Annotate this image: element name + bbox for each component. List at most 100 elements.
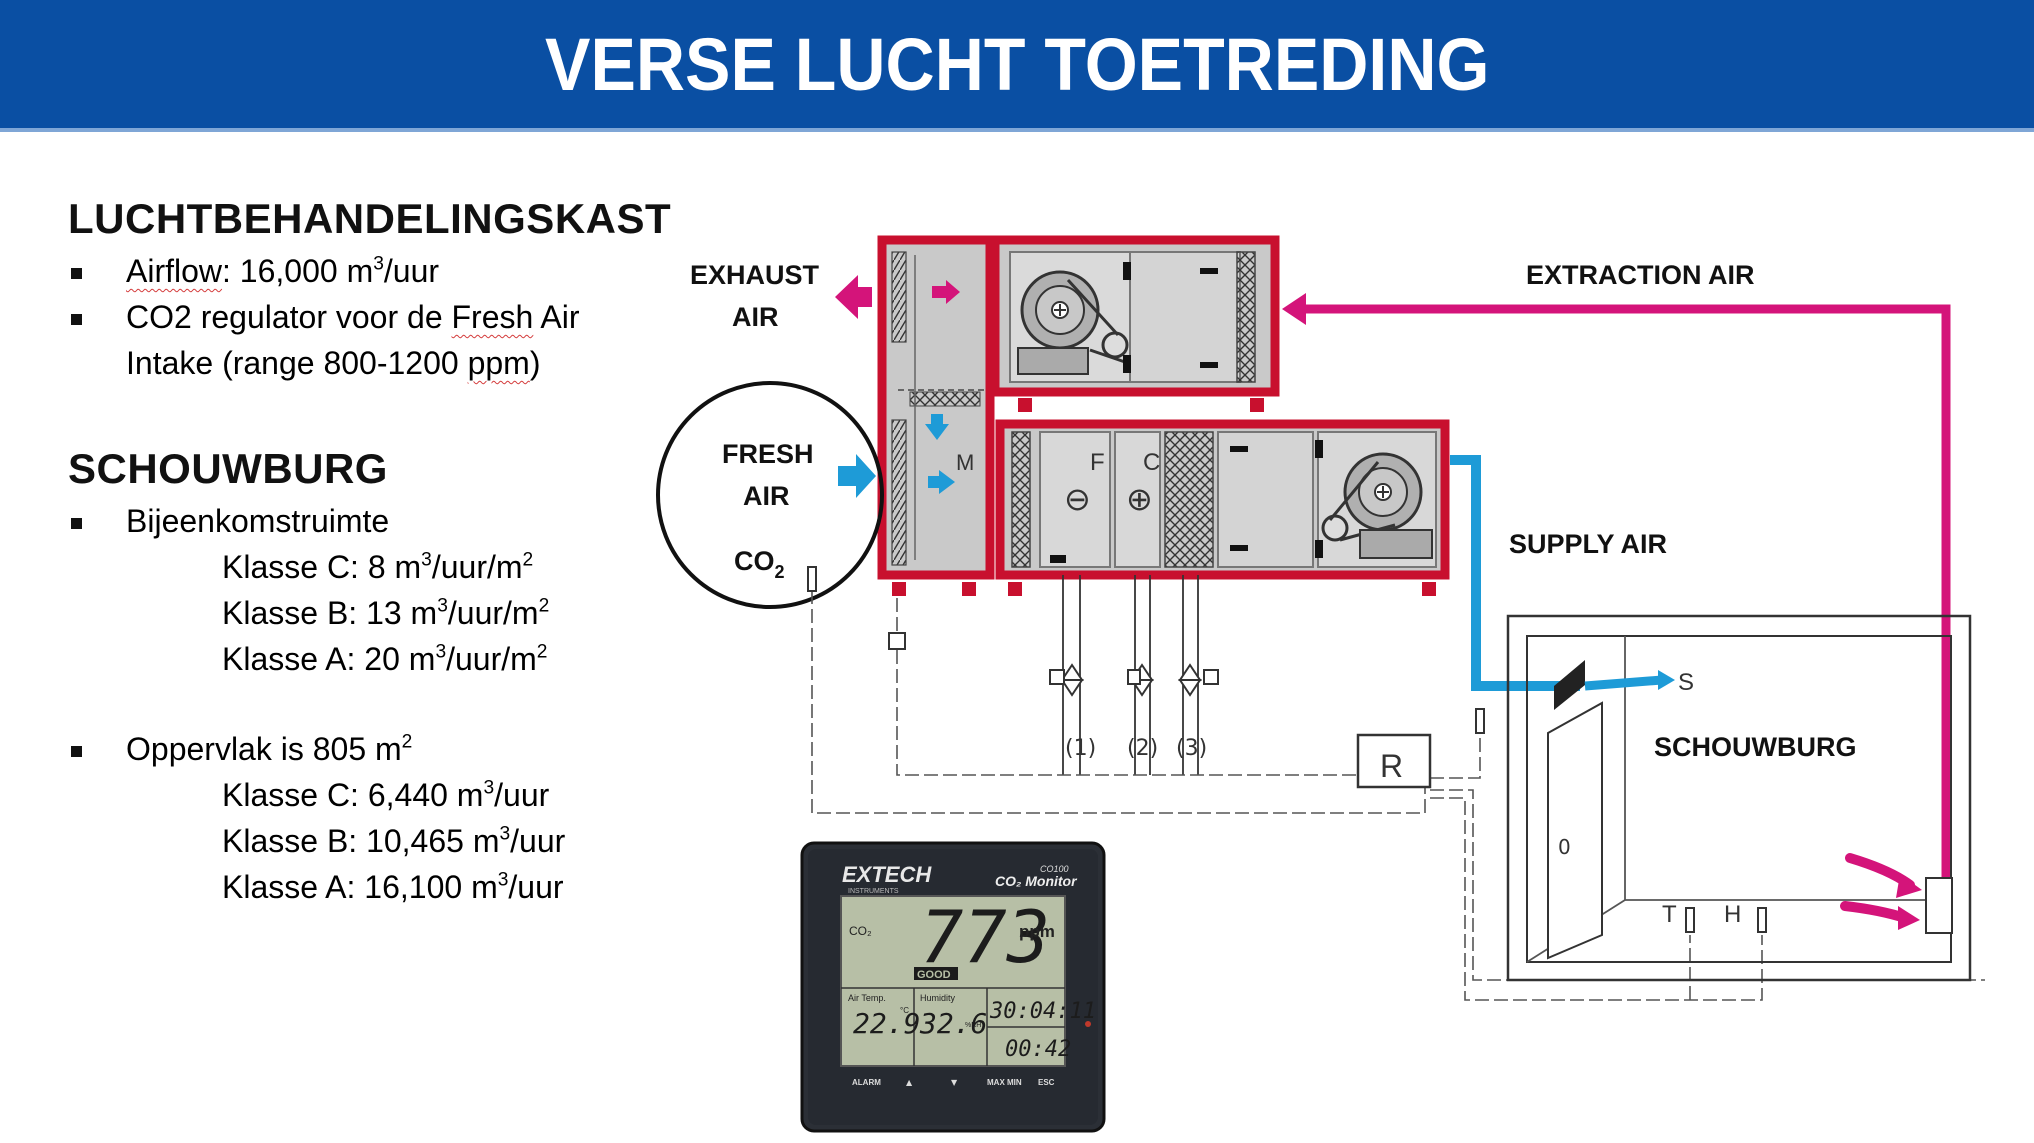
duct-sensor-icon — [1475, 708, 1485, 734]
title-bar: VERSE LUCHT TOETREDING — [0, 0, 2034, 132]
lcd-temp-label: Air Temp. — [848, 993, 886, 1003]
filter-label: F — [1090, 449, 1105, 476]
valve-3-icon — [1178, 663, 1219, 697]
fresh-air-label-2: AIR — [743, 481, 790, 511]
heater-plus-icon: ⊕ — [1126, 480, 1153, 518]
airflow-value: : 16,000 m — [222, 253, 374, 289]
klasse-rate-c: Klasse C: 8 m3/uur/m2 — [222, 549, 533, 586]
lcd-temp: 22.9 — [853, 1007, 920, 1040]
cooler-label: C — [1143, 449, 1160, 476]
supply-point-label: S — [1678, 669, 1694, 696]
bijeenkomstruimte-line: Bijeenkomstruimte — [126, 503, 390, 539]
ahu-lower-unit: F C ⊖ ⊕ — [995, 419, 1450, 596]
supply-air-duct — [1450, 455, 1580, 691]
airflow-unit: /uur — [383, 253, 440, 289]
fresh-air-label-1: FRESH — [722, 439, 814, 469]
heater-minus-icon: ⊖ — [1064, 480, 1091, 518]
klasse-label: Klasse A: 20 m — [222, 641, 436, 677]
extraction-air-duct — [1282, 293, 1951, 880]
klasse-rate-b: Klasse B: 13 m3/uur/m2 — [222, 595, 549, 632]
lcd-status-badge — [914, 967, 958, 980]
airflow-label: Airflow — [126, 253, 223, 289]
oppervlak-text: Oppervlak is 805 m — [126, 731, 402, 767]
exhaust-air-label-2: AIR — [732, 302, 779, 332]
superscript: 3 — [483, 777, 495, 799]
supply-air-label: SUPPLY AIR — [1509, 529, 1667, 559]
section-heading-ahu: LUCHTBEHANDELINGSKAST — [68, 195, 672, 242]
klasse-unit: /uur — [494, 777, 550, 813]
door-handle-label: 0 — [1558, 835, 1571, 859]
monitor-button-up: ▲ — [906, 1078, 913, 1087]
paren-text: ) — [529, 345, 541, 381]
ppm-text: ppm — [467, 345, 530, 381]
supply-grille-icon — [1554, 660, 1585, 710]
lcd-humidity-label: Humidity — [920, 993, 956, 1003]
superscript: 3 — [435, 641, 447, 663]
klasse-volume-b: Klasse B: 10,465 m3/uur — [222, 823, 565, 860]
damper-actuator-icon — [888, 632, 906, 650]
monitor-lcd — [840, 895, 1066, 1067]
klasse-unit: /uur/m — [447, 595, 539, 631]
intake-text: Intake (range 800-1200 — [126, 345, 468, 381]
bullet-marker — [71, 518, 82, 529]
humidity-sensor-label: H — [1724, 901, 1741, 928]
superscript: 2 — [538, 595, 550, 617]
co2-text: CO2 regulator voor de — [126, 299, 452, 335]
klasse-label: Klasse C: 6,440 m — [222, 777, 484, 813]
ahu-upper-unit — [990, 235, 1280, 412]
klasse-label: Klasse B: 13 m — [222, 595, 438, 631]
airflow-line: Airflow: 16,000 m3/uur — [126, 253, 439, 290]
lcd-humidity: 32.6 — [919, 1007, 987, 1040]
bullet-marker — [71, 746, 82, 757]
fresh-air-highlight-circle — [656, 381, 884, 609]
lcd-co2-reading: 773 — [920, 895, 1050, 979]
valve-1-label: (1) — [1065, 736, 1096, 761]
lcd-humidity-unit: %RH — [965, 1022, 981, 1029]
supply-arrow-icon — [1658, 670, 1675, 690]
klasse-label: Klasse C: 8 m — [222, 549, 422, 585]
superscript: 2 — [522, 549, 534, 571]
door-icon — [1547, 701, 1603, 960]
klasse-volume-a: Klasse A: 16,100 m3/uur — [222, 869, 564, 906]
mixing-box: M — [877, 235, 995, 596]
monitor-product: CO₂ Monitor — [995, 873, 1078, 889]
extraction-arrow-icon — [1840, 901, 1910, 923]
fresh-air-arrow-icon — [838, 454, 876, 498]
valve-2-label: (2) — [1127, 736, 1158, 761]
exhaust-air-label-1: EXHAUST — [690, 260, 820, 290]
superscript: 3 — [437, 595, 448, 617]
monitor-model: CO100 — [1040, 864, 1069, 874]
co2-monitor-device: EXTECH INSTRUMENTS CO100 CO₂ Monitor CO₂… — [800, 841, 1106, 1133]
lcd-date: 30:04:11 — [989, 999, 1096, 1024]
superscript: 2 — [536, 641, 548, 663]
co2-regulator-line1: CO2 regulator voor de Fresh Air — [126, 299, 580, 336]
lcd-time: 00:42 — [1005, 1037, 1071, 1062]
superscript: 2 — [401, 731, 413, 753]
monitor-button-esc: ESC — [1038, 1078, 1055, 1087]
klasse-unit: /uur — [508, 869, 564, 905]
lcd-co2-label: CO₂ — [849, 924, 872, 938]
lcd-status: GOOD — [917, 969, 951, 981]
bullet-marker — [71, 314, 82, 325]
monitor-led — [1085, 1021, 1091, 1027]
mixing-damper-label: M — [956, 450, 974, 475]
oppervlak-line: Oppervlak is 805 m2 — [126, 731, 412, 768]
co2-sensor-icon — [807, 566, 817, 592]
klasse-unit: /uur — [510, 823, 566, 859]
klasse-unit: /uur/m — [446, 641, 537, 677]
monitor-brand: EXTECH — [842, 862, 932, 887]
extraction-grille-icon — [1925, 877, 1953, 934]
valve-2-icon — [1127, 663, 1154, 697]
extraction-air-label: EXTRACTION AIR — [1526, 260, 1755, 290]
klasse-rate-a: Klasse A: 20 m3/uur/m2 — [222, 641, 547, 678]
page-title: VERSE LUCHT TOETREDING — [544, 22, 1490, 106]
humidity-sensor-icon — [1757, 907, 1767, 933]
air-text: Air — [533, 299, 580, 335]
schouwburg-label: SCHOUWBURG — [1654, 732, 1857, 762]
superscript: 3 — [499, 823, 511, 845]
monitor-button-maxmin: MAX MIN — [987, 1078, 1022, 1087]
controller-label: R — [1380, 748, 1403, 784]
co2-regulator-line2: Intake (range 800-1200 ppm) — [126, 345, 540, 382]
co2-label: CO2 — [734, 546, 785, 582]
